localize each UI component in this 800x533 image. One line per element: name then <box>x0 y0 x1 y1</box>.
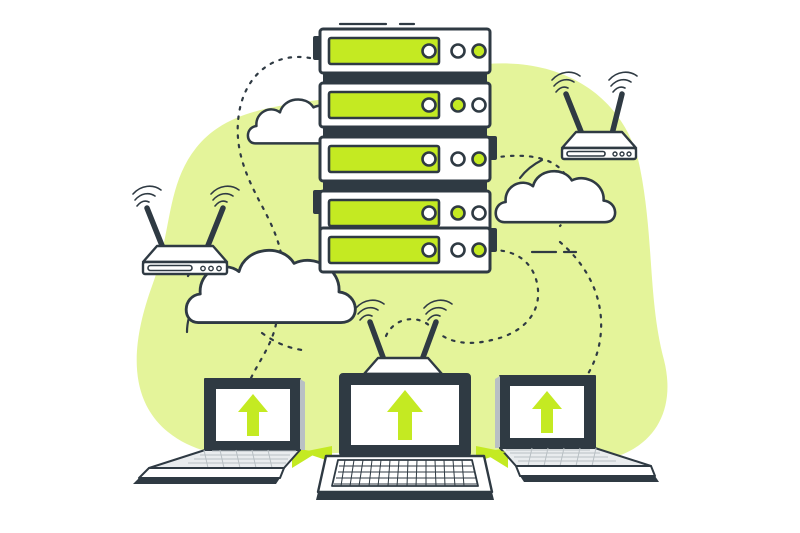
wifi-icon-right <box>210 185 240 207</box>
router-status-dot-2 <box>208 265 214 272</box>
router-status-dot-3 <box>626 151 632 157</box>
server-unit-1-led-2 <box>471 43 487 59</box>
server-unit-1-led-1 <box>450 43 466 59</box>
server-unit-5[interactable] <box>318 226 497 274</box>
server-unit-3[interactable] <box>318 135 497 183</box>
laptop-left[interactable] <box>133 378 318 484</box>
cloud-right <box>494 170 617 224</box>
laptop-right-base-lip <box>515 465 656 477</box>
server-unit-1-bay <box>327 36 441 66</box>
cloud-lower-left <box>184 248 357 324</box>
router-top-right[interactable] <box>551 71 638 161</box>
decor-dash-rightcloud-top <box>518 158 544 180</box>
server-unit-4-bay-knob <box>421 205 437 221</box>
server-unit-5-led-2 <box>471 242 487 258</box>
server-unit-4-led-1 <box>450 205 466 221</box>
link-server1-to-cloud-lower-left <box>236 55 312 294</box>
laptop-center-base-foot <box>316 492 494 500</box>
server-rack[interactable] <box>313 27 497 274</box>
router-status-dot-1 <box>612 151 618 157</box>
antenna-left <box>144 205 166 251</box>
wifi-icon-left <box>551 71 581 93</box>
wifi-icon-left <box>355 299 385 321</box>
laptop-right-base-foot <box>520 476 659 482</box>
antenna-right <box>609 91 625 137</box>
server-unit-1[interactable] <box>313 27 492 75</box>
server-unit-3-bay <box>327 144 441 174</box>
server-unit-4[interactable] <box>313 189 492 237</box>
server-unit-2-bay-knob <box>421 97 437 113</box>
server-unit-5-bay <box>327 235 441 265</box>
server-unit-5-bay-knob <box>421 242 437 258</box>
laptop-left-base-foot <box>133 478 280 484</box>
server-unit-2[interactable] <box>318 81 492 129</box>
router-status-dot-3 <box>216 265 222 272</box>
router-top-face <box>560 130 638 150</box>
server-unit-2-bay <box>327 90 441 120</box>
link-router-antenna-arc <box>384 318 432 338</box>
decor-dash-cloud-bottom <box>260 331 304 352</box>
laptop-right-keyboard <box>506 447 616 467</box>
laptop-right-lid-edge <box>495 376 500 448</box>
server-unit-4-led-2 <box>471 205 487 221</box>
server-unit-2-led-1 <box>450 97 466 113</box>
server-unit-5-led-1 <box>450 242 466 258</box>
antenna-right <box>419 319 439 363</box>
laptop-center[interactable] <box>302 373 506 500</box>
upload-arrow-icon <box>387 390 423 440</box>
link-server5-to-router-bottom-center <box>438 248 540 344</box>
router-status-dot-1 <box>200 265 206 272</box>
laptop-left-lid-edge <box>300 379 305 450</box>
laptop-left-base-lip <box>138 467 285 479</box>
router-mid-left[interactable] <box>132 185 240 276</box>
antenna-right <box>204 205 226 251</box>
antenna-left <box>563 91 585 137</box>
laptop-left-keyboard <box>188 449 296 469</box>
router-top-face <box>362 356 444 376</box>
antenna-left <box>367 319 387 363</box>
laptop-center-keyboard[interactable] <box>334 459 477 487</box>
wifi-icon-left <box>132 185 162 207</box>
server-unit-2-led-2 <box>471 97 487 113</box>
upload-arrow-icon <box>532 391 562 433</box>
upload-arrow-icon <box>238 394 268 436</box>
server-unit-3-led-2 <box>471 151 487 167</box>
wifi-icon-right <box>608 71 638 93</box>
wifi-icon-right <box>423 299 453 321</box>
server-unit-3-led-1 <box>450 151 466 167</box>
router-slot <box>147 264 193 272</box>
laptop-right[interactable] <box>482 375 659 482</box>
server-unit-1-bay-knob <box>421 43 437 59</box>
router-slot <box>566 150 606 157</box>
router-top-face <box>141 244 229 264</box>
server-unit-3-bay-knob <box>421 151 437 167</box>
server-unit-4-bay <box>327 198 441 228</box>
link-cloud-lower-left-to-laptop-left <box>240 322 278 458</box>
router-status-dot-2 <box>619 151 625 157</box>
